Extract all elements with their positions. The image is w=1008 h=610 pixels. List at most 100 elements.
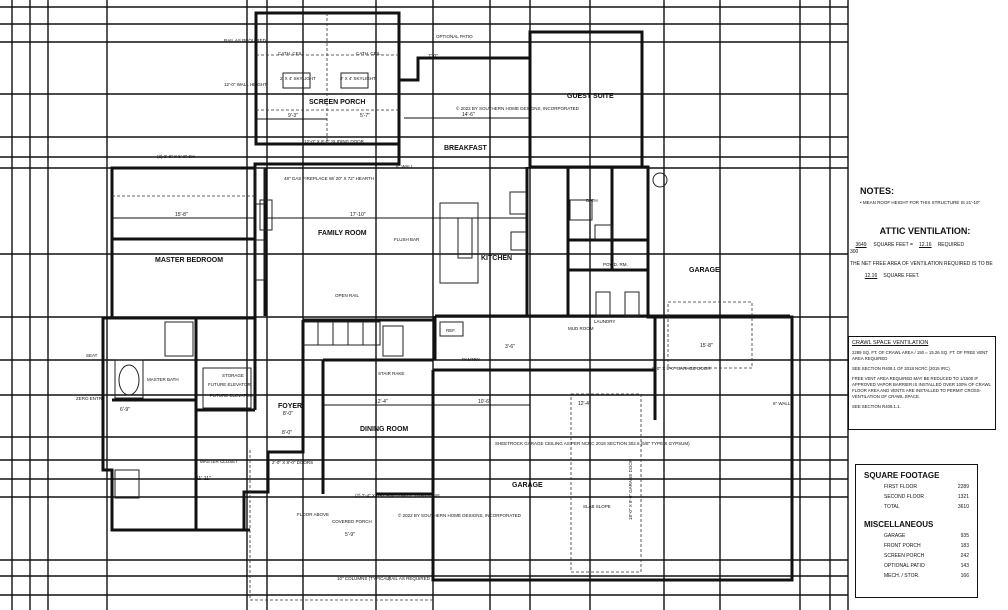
sqft-title: SQUARE FOOTAGE bbox=[864, 471, 940, 480]
note-cath-ceil-2: CATH. CEIL. bbox=[356, 51, 382, 56]
note-open-rail: OPEN RAIL bbox=[335, 293, 360, 298]
note-flush-bar: FLUSH BAR bbox=[394, 237, 420, 242]
attic-required: 12.16 bbox=[919, 242, 932, 248]
note-sh-windows: (3) 2'-8" X 5'-0" SH bbox=[157, 154, 195, 159]
room-garage-front: GARAGE bbox=[512, 482, 543, 489]
room-screen-porch: SCREEN PORCH bbox=[309, 99, 365, 106]
room-master-bedroom: MASTER BEDROOM bbox=[155, 257, 223, 264]
note-floor-above: FLOOR ABOVE bbox=[297, 512, 329, 517]
attic-divisor: 300 bbox=[850, 249, 859, 255]
grid-lines bbox=[0, 0, 849, 610]
room-pantry: PANTRY bbox=[462, 357, 480, 362]
crawl-line-3: FREE VENT AREA REQUIRED MAY BE REDUCED T… bbox=[852, 376, 991, 399]
note-sheetrock: SHEETROCK GARAGE CEILING AS PER NCRC 201… bbox=[495, 441, 690, 446]
notes-title: NOTES: bbox=[860, 186, 895, 196]
note-wall-6: 6" WALL bbox=[773, 401, 791, 406]
misc-label: FRONT PORCH bbox=[884, 543, 921, 549]
note-transoms: (2) 2'-4" X 6'-0" FIXED W/12" TRANSOMS bbox=[355, 493, 440, 498]
crawl-space-panel: CRAWL SPACE VENTILATION 2289 SQ. FT. OF … bbox=[848, 336, 996, 430]
sqft-value: 3610 bbox=[957, 504, 969, 510]
misc-label: MECH. / STOR. bbox=[884, 573, 920, 579]
attic-note: THE NET FREE AREA OF VENTILATION REQUIRE… bbox=[850, 261, 993, 267]
dim-3: 14'-6" bbox=[462, 112, 475, 118]
misc-row: SCREEN PORCH 242 bbox=[864, 553, 969, 559]
room-powder: POWD. RM. bbox=[603, 262, 628, 267]
misc-value: 183 bbox=[960, 543, 969, 549]
note-columns: 10" COLUMNS (TYPICAL) bbox=[337, 576, 391, 581]
room-dining-room: DINING ROOM bbox=[360, 426, 408, 433]
dashed-lines bbox=[112, 13, 753, 601]
room-garage-rear: GARAGE bbox=[689, 267, 720, 274]
dim-6: 9'-3" bbox=[288, 113, 298, 119]
sqft-value: 2289 bbox=[957, 484, 969, 490]
notes-panel: NOTES: • MEAN ROOF HEIGHT FOR THIS STRUC… bbox=[860, 186, 1000, 205]
sqft-value: 1321 bbox=[957, 494, 969, 500]
dim-8: 6'-9" bbox=[120, 407, 130, 413]
note-wall-height: 12'-0" WALL HEIGHT bbox=[224, 82, 267, 87]
dimensions: 15'-8" 17'-10" 14'-6" 12'-4" 10'-6" 9'-3… bbox=[112, 54, 713, 538]
fixtures bbox=[114, 72, 668, 499]
note-rail-top: RAIL AS REQUIRED bbox=[224, 38, 267, 43]
attic-result-row: 12.16 SQUARE FEET. bbox=[850, 273, 1000, 279]
room-guest-suite: GUEST SUITE bbox=[567, 93, 614, 100]
note-copyright-top: © 2022 BY SOUTHERN HOME DESIGNS, INCORPO… bbox=[456, 105, 580, 111]
misc-row: MECH. / STOR. 166 bbox=[864, 573, 969, 579]
dim-1: 15'-8" bbox=[175, 212, 188, 218]
misc-label: GARAGE bbox=[884, 533, 906, 539]
attic-required-label: REQUIRED bbox=[937, 242, 965, 248]
annotations: OPTIONAL PATIO RAIL AS REQUIRED 12'-0" W… bbox=[157, 34, 791, 581]
sqft-row: FIRST FLOOR 2289 bbox=[864, 484, 969, 490]
note-slab-slope: SLAB SLOPE bbox=[583, 504, 611, 509]
attic-result: 12.16 bbox=[864, 273, 878, 279]
misc-title: MISCELLANEOUS bbox=[864, 520, 934, 529]
misc-row: FRONT PORCH 183 bbox=[864, 543, 969, 549]
note-rail-bottom: RAIL AS REQUIRED bbox=[388, 576, 431, 581]
crawl-line-4: SEE SECTION R408.1.1. bbox=[852, 404, 901, 409]
note-stair-rake: STAIR RAKE bbox=[378, 371, 404, 376]
dim-16: 8'-0" bbox=[282, 430, 292, 436]
room-master-bath: MASTER BATH bbox=[147, 377, 179, 382]
dim-7: 5'-9" bbox=[345, 532, 355, 538]
note-garage-door-rear: 9'-0" X 8'-0" GARAGE DOOR bbox=[652, 366, 711, 371]
misc-label: SCREEN PORCH bbox=[884, 553, 925, 559]
notes-item: • MEAN ROOF HEIGHT FOR THIS STRUCTURE IS… bbox=[860, 200, 981, 205]
note-optional-patio: OPTIONAL PATIO bbox=[436, 34, 473, 39]
dim-15: 3'-6" bbox=[505, 344, 515, 350]
crawl-line-2: SEE SECTION R408.1 OF 2018 NCRC (2015 IR… bbox=[852, 366, 950, 371]
room-labels: SCREEN PORCH BREAKFAST GUEST SUITE FAMIL… bbox=[76, 93, 720, 524]
note-ref: REF. bbox=[446, 328, 456, 333]
dim-10: 5'-7" bbox=[360, 113, 370, 119]
room-storage: STORAGE bbox=[222, 373, 244, 378]
room-master-closet: MASTER CLOSET bbox=[200, 459, 238, 464]
attic-equals: = bbox=[909, 242, 913, 248]
dim-11: 11'-11" bbox=[196, 476, 211, 482]
room-laundry: LAUNDRY bbox=[594, 319, 615, 324]
sqft-label: FIRST FLOOR bbox=[884, 484, 917, 490]
room-foyer: FOYER bbox=[278, 403, 302, 410]
room-future-elevator: FUTURE ELEVATOR bbox=[210, 393, 254, 398]
note-skylight-2: 2' X 4' SKYLIGHT bbox=[340, 76, 376, 81]
note-copyright-bottom: © 2022 BY SOUTHERN HOME DESIGNS, INCORPO… bbox=[398, 512, 522, 518]
misc-value: 166 bbox=[960, 573, 969, 579]
note-cath-ceil-1: CATH. CEIL. bbox=[278, 51, 304, 56]
room-seat: SEAT bbox=[86, 353, 98, 358]
misc-value: 935 bbox=[960, 533, 969, 539]
crawl-title: CRAWL SPACE VENTILATION bbox=[852, 340, 929, 346]
misc-value: 143 bbox=[960, 563, 969, 569]
crawl-line-1: 2289 SQ. FT. OF CRAWL AREA / 150 = 15.26… bbox=[852, 350, 988, 361]
square-footage-table: SQUARE FOOTAGE FIRST FLOOR 2289 SECOND FL… bbox=[855, 464, 978, 598]
note-doors: 2'-0" X 8'-0" DOORS bbox=[272, 460, 313, 465]
attic-equation: 3649 SQUARE FEET = 12.16 REQUIRED bbox=[850, 242, 1000, 248]
note-gas-fireplace: 48" GAS FIREPLACE W/ 20" X 72" HEARTH bbox=[284, 176, 374, 181]
dim-2: 17'-10" bbox=[350, 212, 366, 218]
room-kitchen: KITCHEN bbox=[481, 255, 512, 262]
attic-sf: 3649 bbox=[855, 242, 867, 248]
dim-12: 15'-8" bbox=[700, 343, 713, 349]
walls bbox=[101, 11, 794, 582]
misc-value: 242 bbox=[960, 553, 969, 559]
room-mud-room: MUD ROOM bbox=[568, 326, 594, 331]
